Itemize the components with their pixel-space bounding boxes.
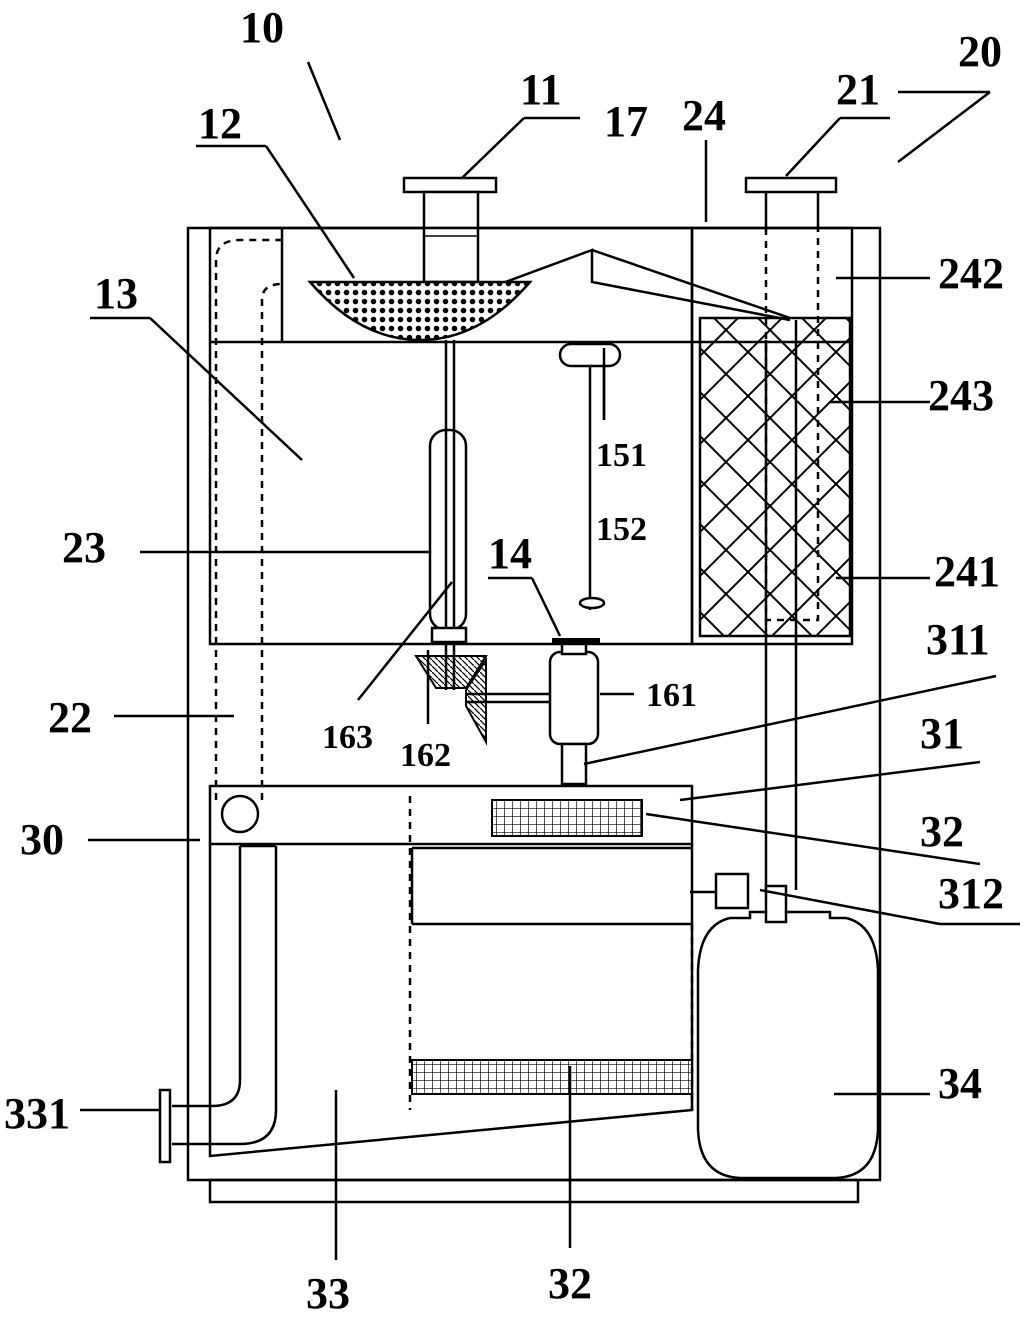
label-24: 24 (682, 91, 726, 140)
label-331: 331 (4, 1089, 70, 1138)
bevel-gear (414, 655, 488, 689)
label-17: 17 (604, 97, 648, 146)
label-162: 162 (400, 737, 451, 774)
sieve-bowl (307, 280, 533, 342)
label-241: 241 (934, 547, 1000, 596)
float-stop (578, 596, 606, 610)
roof-slope (499, 248, 791, 322)
label-151: 151 (596, 437, 647, 474)
filter-box (690, 226, 854, 646)
leader-lines (80, 61, 1020, 1260)
filter-media (698, 316, 852, 638)
label-11: 11 (520, 65, 562, 114)
label-163: 163 (322, 719, 373, 756)
label-34: 34 (938, 1059, 982, 1108)
label-14: 14 (488, 529, 532, 578)
collection-bottle (696, 910, 880, 1180)
label-242: 242 (938, 249, 1004, 298)
collection-channel (208, 784, 694, 846)
base-plate (208, 1178, 860, 1204)
drain-valve-flange (158, 1088, 172, 1164)
label-33: 33 (306, 1269, 350, 1318)
label-13: 13 (94, 269, 138, 318)
label-161: 161 (646, 677, 697, 714)
pump-body (548, 650, 600, 746)
drain-pipe (172, 846, 278, 1146)
bottom-screen (411, 1059, 693, 1095)
label-22: 22 (48, 693, 92, 742)
pump-outlet-311 (560, 742, 588, 786)
shaft-coupling (430, 626, 468, 644)
label-311: 311 (926, 615, 990, 664)
label-243: 243 (928, 371, 994, 420)
label-31: 31 (920, 709, 964, 758)
label-32-bottom: 32 (548, 1259, 592, 1308)
inlet-pipe (422, 190, 480, 230)
bottle-cap-valve (714, 872, 750, 910)
label-12: 12 (198, 99, 242, 148)
return-pipe (214, 238, 283, 800)
outlet-cap (744, 176, 838, 194)
pump-neck (560, 642, 588, 656)
channel-screen (491, 799, 643, 837)
return-pipe-outlet (220, 794, 260, 834)
label-30: 30 (20, 815, 64, 864)
label-23: 23 (62, 523, 106, 572)
label-152: 152 (596, 511, 647, 548)
float-ball (558, 342, 622, 368)
pump-top-plate (552, 638, 600, 644)
drive-tube (428, 428, 468, 632)
label-10: 10 (240, 3, 284, 52)
label-312: 312 (938, 869, 1004, 918)
tank-outline (208, 844, 694, 1158)
inlet-cap (402, 176, 498, 194)
label-21: 21 (836, 65, 880, 114)
roof-slope-inner (591, 248, 791, 320)
label-20: 20 (958, 27, 1002, 76)
label-32-right: 32 (920, 807, 964, 856)
